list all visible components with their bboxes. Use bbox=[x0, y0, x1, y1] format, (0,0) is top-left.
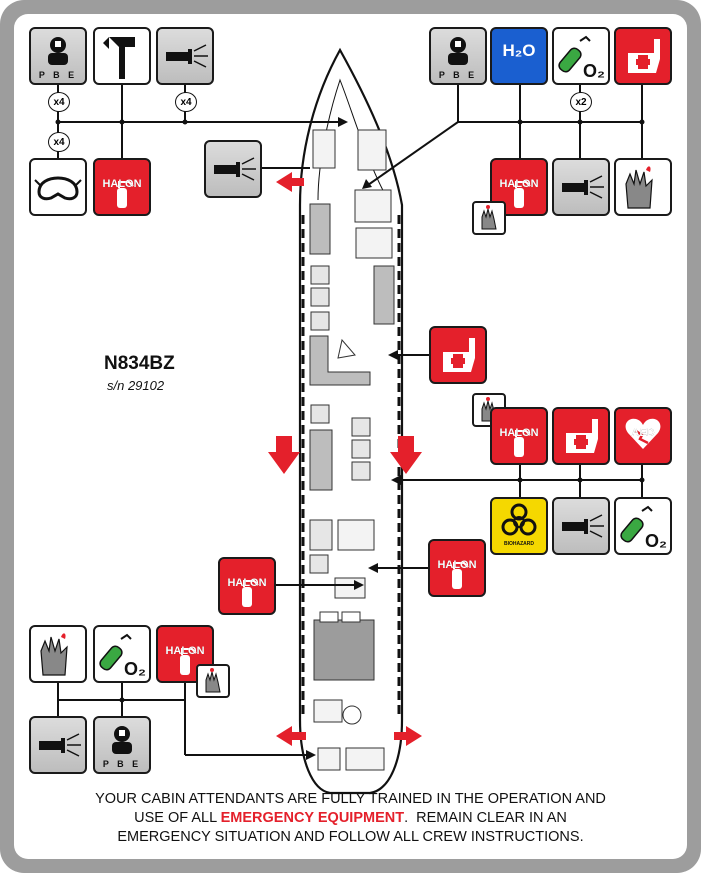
biohazard-label: BIOHAZARD bbox=[504, 541, 534, 547]
fire-gloves-icon bbox=[472, 201, 506, 235]
crew-instructions-notice: YOUR CABIN ATTENDANTS ARE FULLY TRAINED … bbox=[30, 790, 671, 847]
aircraft-registration: N834BZ bbox=[104, 353, 175, 374]
notice-line-3: EMERGENCY SITUATION AND FOLLOW ALL CREW … bbox=[117, 829, 584, 845]
h2o-label: H₂O bbox=[502, 41, 536, 60]
o2-label: O₂ bbox=[583, 61, 605, 81]
cabin-interior bbox=[309, 129, 395, 771]
halon-label: HALON bbox=[227, 577, 267, 589]
halon-extinguisher-icon: HALON bbox=[218, 557, 276, 615]
exit-arrows bbox=[268, 172, 422, 746]
halon-label: HALON bbox=[437, 559, 477, 571]
fire-gloves-icon bbox=[196, 664, 230, 698]
halon-label: HALON bbox=[499, 178, 539, 190]
oxygen-quantity-badge: x2 bbox=[570, 92, 592, 112]
connector-arrowheads bbox=[306, 117, 401, 760]
halon-extinguisher-icon: HALON bbox=[490, 407, 548, 465]
first-aid-kit-icon bbox=[429, 326, 487, 384]
o2-label: O₂ bbox=[645, 531, 667, 551]
oxygen-bottle-icon: O₂ bbox=[552, 27, 610, 85]
exit-arrow-icon bbox=[394, 726, 422, 746]
halon-label: HALON bbox=[102, 178, 142, 190]
flashlight-icon bbox=[204, 140, 262, 198]
goggles-quantity-badge: x4 bbox=[48, 132, 70, 152]
halon-extinguisher-icon: HALON bbox=[428, 539, 486, 597]
biohazard-kit-icon: BIOHAZARD bbox=[490, 497, 548, 555]
aircraft-serial-number: s/n 29102 bbox=[107, 378, 165, 393]
flashlight-icon bbox=[156, 27, 214, 85]
pbe-hood-icon: P B E bbox=[429, 27, 487, 85]
pbe-hood-icon: P B E bbox=[93, 716, 151, 774]
joint-dots bbox=[55, 119, 645, 703]
exit-arrow-icon bbox=[268, 436, 300, 474]
first-aid-kit-icon bbox=[614, 27, 672, 85]
pbe-label: P B E bbox=[102, 759, 142, 769]
halon-label: HALON bbox=[165, 645, 205, 657]
aed-icon: AED bbox=[614, 407, 672, 465]
first-aid-kit-icon bbox=[552, 407, 610, 465]
halon-label: HALON bbox=[499, 427, 539, 439]
fire-gloves-icon bbox=[29, 625, 87, 683]
flashlight-icon bbox=[552, 497, 610, 555]
emergency-equipment-emphasis: EMERGENCY EQUIPMENT bbox=[220, 810, 405, 826]
flashlight-icon bbox=[552, 158, 610, 216]
notice-line-2: USE OF ALL EMERGENCY EQUIPMENT. REMAIN C… bbox=[30, 809, 671, 828]
water-extinguisher-icon: H₂O bbox=[490, 27, 548, 85]
pbe-quantity-badge: x4 bbox=[48, 92, 70, 112]
flashlight-icon bbox=[29, 716, 87, 774]
notice-line-2-end: . REMAIN CLEAR IN AN bbox=[404, 810, 567, 826]
smoke-goggles-icon bbox=[29, 158, 87, 216]
aed-label: AED bbox=[631, 427, 655, 439]
exit-arrow-icon bbox=[390, 436, 422, 474]
exit-arrow-icon bbox=[276, 172, 304, 192]
flashlight-quantity-badge: x4 bbox=[175, 92, 197, 112]
halon-extinguisher-icon: HALON bbox=[490, 158, 548, 216]
halon-extinguisher-icon: HALON bbox=[93, 158, 151, 216]
exit-arrow-icon bbox=[276, 726, 306, 746]
o2-label: O₂ bbox=[124, 659, 146, 679]
oxygen-bottle-icon: O₂ bbox=[93, 625, 151, 683]
pbe-hood-icon: P B E bbox=[29, 27, 87, 85]
notice-line-2-start: USE OF ALL bbox=[134, 810, 221, 826]
pbe-label: P B E bbox=[38, 70, 78, 80]
oxygen-bottle-icon: O₂ bbox=[614, 497, 672, 555]
pbe-label: P B E bbox=[438, 70, 478, 80]
fire-gloves-icon bbox=[614, 158, 672, 216]
notice-line-1: YOUR CABIN ATTENDANTS ARE FULLY TRAINED … bbox=[95, 791, 606, 807]
crash-axe-icon bbox=[93, 27, 151, 85]
